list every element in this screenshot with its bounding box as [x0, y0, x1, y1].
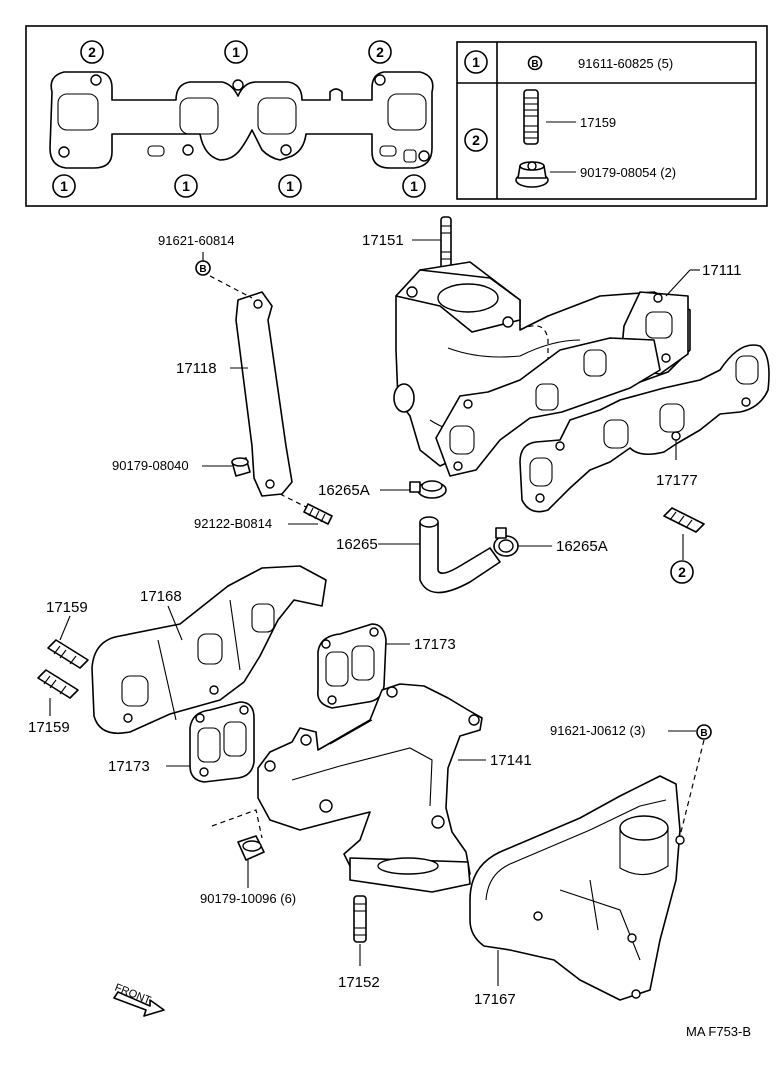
nut-90179-10096: 90179-10096 (6) — [200, 809, 296, 906]
svg-text:2: 2 — [88, 44, 96, 60]
svg-text:1: 1 — [182, 178, 190, 194]
svg-text:91621-J0612 (3): 91621-J0612 (3) — [550, 723, 645, 738]
svg-text:17159: 17159 — [28, 719, 70, 736]
svg-text:90179-10096 (6): 90179-10096 (6) — [200, 891, 296, 906]
bolt-92122-B0814: 92122-B0814 — [194, 493, 333, 531]
svg-text:17173: 17173 — [108, 758, 150, 775]
clamp-16265a-right: 16265A — [493, 527, 608, 557]
svg-text:17141: 17141 — [490, 752, 532, 769]
intake-flange-lower — [435, 337, 661, 477]
stud-17152: 17152 — [338, 895, 380, 991]
heat-insulator-17167: 17167 — [469, 775, 685, 1008]
gasket-17173-lower: 17173 — [108, 701, 255, 783]
flange-nut-icon — [515, 161, 549, 188]
front-arrow-icon: FRONT — [113, 982, 165, 1017]
stud-icon — [523, 89, 539, 145]
legend-row-2: 2 17159 90179-08054 (2) — [464, 89, 676, 188]
svg-text:17159: 17159 — [46, 599, 88, 616]
gasket-marker-bottom-3: 1 — [278, 174, 302, 198]
svg-text:90179-08040: 90179-08040 — [112, 458, 189, 473]
exhaust-manifold-17141: 17141 — [257, 683, 532, 893]
bolt-91621-60814: 91621-60814 B — [158, 233, 253, 299]
gasket-17173-upper: 17173 — [316, 623, 456, 709]
svg-text:1: 1 — [60, 178, 68, 194]
svg-text:17118: 17118 — [176, 360, 217, 377]
gasket-marker-bottom-2: 1 — [174, 174, 198, 198]
svg-text:17111: 17111 — [702, 262, 742, 279]
svg-text:1: 1 — [232, 44, 240, 60]
svg-text:2: 2 — [376, 44, 384, 60]
svg-text:91611-60825 (5): 91611-60825 (5) — [578, 56, 673, 71]
svg-text:17167: 17167 — [474, 991, 516, 1008]
diagram-code: MA F753-B — [686, 1024, 751, 1039]
hose-16265: 16265 — [336, 516, 501, 594]
svg-text:17173: 17173 — [414, 636, 456, 653]
clamp-16265a-top: 16265A — [318, 480, 447, 499]
svg-text:2: 2 — [472, 132, 480, 148]
heat-insulator-17168: 17168 — [91, 565, 327, 735]
svg-text:92122-B0814: 92122-B0814 — [194, 516, 272, 531]
svg-text:16265A: 16265A — [318, 482, 370, 499]
svg-text:17159: 17159 — [580, 115, 616, 130]
bracket-17118: 17118 — [176, 291, 293, 497]
stud-17159-lower: 17159 — [28, 669, 79, 736]
svg-text:16265A: 16265A — [556, 538, 608, 555]
gasket-marker-bottom-4: 1 — [402, 174, 426, 198]
gasket-top-view — [49, 71, 434, 169]
svg-text:91621-60814: 91621-60814 — [158, 233, 235, 248]
svg-text:1: 1 — [410, 178, 418, 194]
gasket-marker-top-1: 2 — [80, 40, 104, 64]
svg-text:90179-08054 (2): 90179-08054 (2) — [580, 165, 676, 180]
svg-text:17177: 17177 — [656, 472, 698, 489]
gasket-inset-panel — [25, 25, 768, 207]
svg-text:1: 1 — [472, 54, 480, 70]
gasket-17177: 17177 — [519, 344, 770, 513]
gasket-marker-top-3: 2 — [368, 40, 392, 64]
svg-text:16265: 16265 — [336, 536, 378, 553]
gasket-marker-top-2: 1 — [224, 40, 248, 64]
svg-text:2: 2 — [678, 564, 686, 580]
legend-row-1: 1 B 91611-60825 (5) — [464, 50, 673, 74]
stud-17151: 17151 — [362, 216, 452, 270]
svg-text:B: B — [700, 728, 707, 739]
svg-text:17152: 17152 — [338, 974, 380, 991]
nut-90179-08040: 90179-08040 — [112, 457, 251, 477]
stud-17159-upper: 17159 — [46, 599, 89, 669]
bolt-91621-J0612: 91621-J0612 (3) B — [550, 723, 712, 837]
svg-text:17151: 17151 — [362, 232, 404, 249]
svg-text:1: 1 — [286, 178, 294, 194]
stud-marker-2: 2 — [663, 507, 705, 584]
svg-text:17168: 17168 — [140, 588, 182, 605]
gasket-marker-bottom-1: 1 — [52, 174, 76, 198]
svg-text:B: B — [199, 264, 206, 275]
svg-text:B: B — [531, 59, 538, 70]
